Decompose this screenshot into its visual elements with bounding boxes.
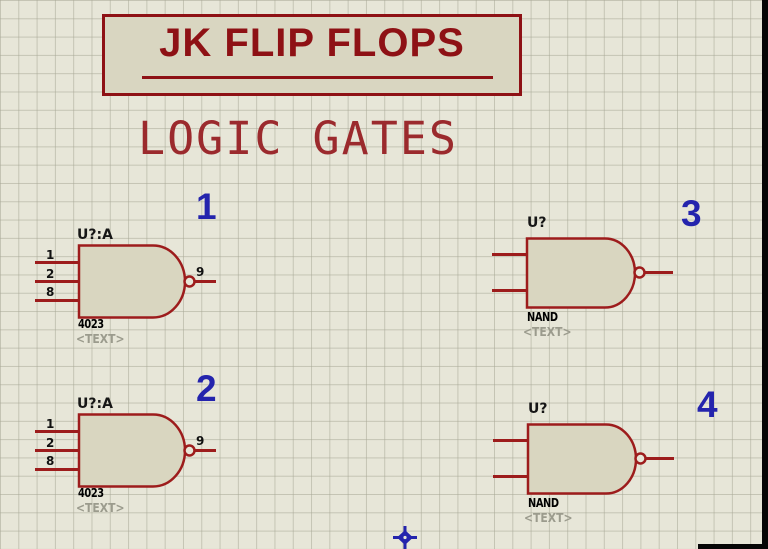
part-value-label: NAND bbox=[527, 310, 558, 324]
origin-marker-icon bbox=[393, 526, 417, 549]
page-title: JK FLIP FLOPS bbox=[159, 21, 465, 65]
pin-number-in3: 8 bbox=[46, 454, 55, 468]
pin-number-in3: 8 bbox=[46, 285, 55, 299]
pin-number-in1: 1 bbox=[46, 248, 55, 262]
annotation-number-3[interactable]: 3 bbox=[681, 193, 702, 234]
title-box[interactable]: JK FLIP FLOPS bbox=[102, 14, 522, 96]
part-value-label: NAND bbox=[528, 496, 559, 510]
gate-ref-label: U?:A bbox=[77, 227, 113, 243]
text-placeholder: <TEXT> bbox=[523, 325, 572, 339]
text-placeholder: <TEXT> bbox=[76, 501, 125, 515]
gate-ref-label: U?:A bbox=[77, 396, 113, 412]
part-value-label: 4023 bbox=[78, 317, 104, 331]
annotation-number-1[interactable]: 1 bbox=[196, 186, 217, 227]
gate-ref-label: U? bbox=[528, 401, 548, 417]
nand-gate-3[interactable]: U? NAND <TEXT> bbox=[492, 215, 674, 345]
pin-number-in2: 2 bbox=[46, 436, 55, 450]
text-placeholder: <TEXT> bbox=[76, 332, 125, 346]
nand-gate-4[interactable]: U? NAND <TEXT> bbox=[493, 401, 675, 531]
pin-number-out: 9 bbox=[196, 265, 205, 279]
screen-right-edge bbox=[762, 0, 768, 549]
nand-gate-2[interactable]: U?:A 1 2 8 9 4023 <TEXT> bbox=[35, 396, 217, 526]
pin-number-out: 9 bbox=[196, 434, 205, 448]
nand-2in-symbol bbox=[493, 423, 674, 495]
annotation-number-4[interactable]: 4 bbox=[697, 384, 718, 425]
part-value-label: 4023 bbox=[78, 486, 104, 500]
nand-3in-symbol bbox=[35, 244, 216, 319]
pin-number-in2: 2 bbox=[46, 267, 55, 281]
screen-bottom-edge bbox=[698, 544, 768, 549]
nand-gate-1[interactable]: U?:A 1 2 8 9 4023 <TEXT> bbox=[35, 227, 217, 357]
text-placeholder: <TEXT> bbox=[524, 511, 573, 525]
annotation-number-2[interactable]: 2 bbox=[196, 368, 217, 409]
nand-2in-symbol bbox=[492, 237, 673, 309]
heading-text[interactable]: LOGIC GATES bbox=[138, 112, 459, 165]
gate-ref-label: U? bbox=[527, 215, 547, 231]
pin-number-in1: 1 bbox=[46, 417, 55, 431]
nand-3in-symbol bbox=[35, 413, 216, 488]
title-underline bbox=[142, 76, 493, 79]
